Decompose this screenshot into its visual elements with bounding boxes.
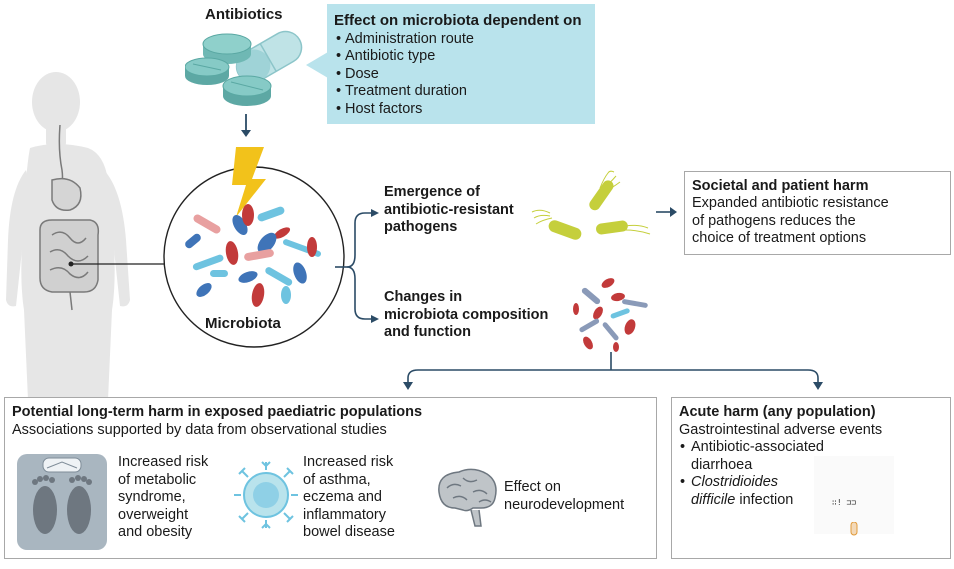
lightning-icon — [232, 147, 266, 217]
effect-item-antibiotic-type: Antibiotic type — [336, 48, 474, 66]
societal-title: Societal and patient harm — [692, 178, 869, 194]
resistance-line-2: antibiotic-resistant — [384, 201, 514, 218]
microbiota-circle — [163, 147, 345, 348]
societal-arrow — [656, 207, 677, 217]
antibiotics-down-arrow — [241, 114, 251, 137]
longterm-title: Potential long-term harm in exposed paed… — [12, 404, 423, 420]
acute-item-2-italic: difficile — [691, 491, 736, 508]
asthma-line-1: Increased risk — [303, 454, 394, 470]
acute-item-2-line-1: Clostridioides — [691, 474, 779, 490]
lower-branch-lines — [403, 352, 823, 390]
antibiotics-pills-illustration — [185, 30, 303, 106]
societal-line-1: Expanded antibiotic resistance — [692, 195, 889, 211]
acute-item-1-line-2: diarrhoea — [691, 456, 753, 473]
asthma-line-3: eczema and — [303, 489, 382, 505]
asthma-line-5: bowel disease — [303, 524, 395, 540]
acute-item-cdiff: Clostridioides difficile infection — [678, 474, 824, 509]
antibiotics-title: Antibiotics — [205, 6, 283, 23]
longterm-subtitle: Associations supported by data from obse… — [12, 422, 387, 438]
disrupted-microbiota-icon — [573, 278, 648, 352]
effect-item-treatment-duration: Treatment duration — [336, 83, 474, 101]
long-term-harm-box: Potential long-term harm in exposed paed… — [4, 397, 657, 559]
effect-item-administration-route: Administration route — [336, 31, 474, 49]
immune-cell-icon — [234, 461, 298, 529]
tube-label: ∷! ⊐⊐ — [832, 498, 857, 507]
metabolic-line-3: syndrome, — [118, 489, 186, 505]
gut-illustration — [39, 124, 100, 311]
tube-illustration: ∷! ⊐⊐ — [814, 456, 894, 536]
resistance-line-1: Emergence of — [384, 184, 480, 200]
test-tube-icon — [850, 522, 858, 536]
metabolic-line-4: overweight — [118, 506, 189, 523]
metabolic-line-5: and obesity — [118, 524, 193, 540]
human-body-silhouette — [6, 72, 130, 400]
changes-line-2: microbiota composition — [384, 306, 549, 323]
effect-item-host-factors: Host factors — [336, 101, 474, 119]
effect-on-microbiota-box: Effect on microbiota dependent on Admini… — [327, 4, 595, 124]
changes-line-3: and function — [384, 324, 471, 340]
acute-item-1-line-1: Antibiotic-associated — [691, 439, 824, 455]
acute-subtitle: Gastrointestinal adverse events — [679, 422, 883, 438]
metabolic-line-1: Increased risk — [118, 454, 209, 470]
asthma-line-2: of asthma, — [303, 471, 371, 488]
resistance-line-3: pathogens — [384, 219, 458, 235]
neuro-line-1: Effect on — [504, 479, 561, 495]
acute-item-diarrhoea: Antibiotic-associated diarrhoea — [678, 439, 824, 474]
effect-item-dose: Dose — [336, 66, 474, 84]
acute-harm-box: Acute harm (any population) Gastrointest… — [671, 397, 951, 559]
brain-icon — [438, 468, 497, 527]
resistant-pathogens-icon — [531, 170, 651, 240]
societal-line-3: choice of treatment options — [692, 230, 867, 246]
changes-line-1: Changes in — [384, 289, 463, 305]
neuro-line-2: neurodevelopment — [504, 496, 625, 513]
bacteria-cluster-icon — [185, 204, 321, 307]
societal-line-2: of pathogens reduces the — [692, 212, 856, 229]
societal-harm-box: Societal and patient harm Expanded antib… — [684, 171, 951, 255]
acute-title: Acute harm (any population) — [679, 404, 876, 420]
effect-box-pointer — [306, 52, 328, 78]
branch-bracket-lines — [335, 209, 379, 323]
effect-title: Effect on microbiota dependent on — [334, 12, 582, 29]
acute-item-2-rest: infection — [735, 491, 794, 508]
weight-scale-icon — [17, 454, 107, 550]
gut-connector-line — [68, 261, 166, 267]
microbiota-label: Microbiota — [205, 315, 281, 332]
metabolic-line-2: of metabolic — [118, 471, 197, 488]
asthma-line-4: inflammatory — [303, 506, 386, 523]
